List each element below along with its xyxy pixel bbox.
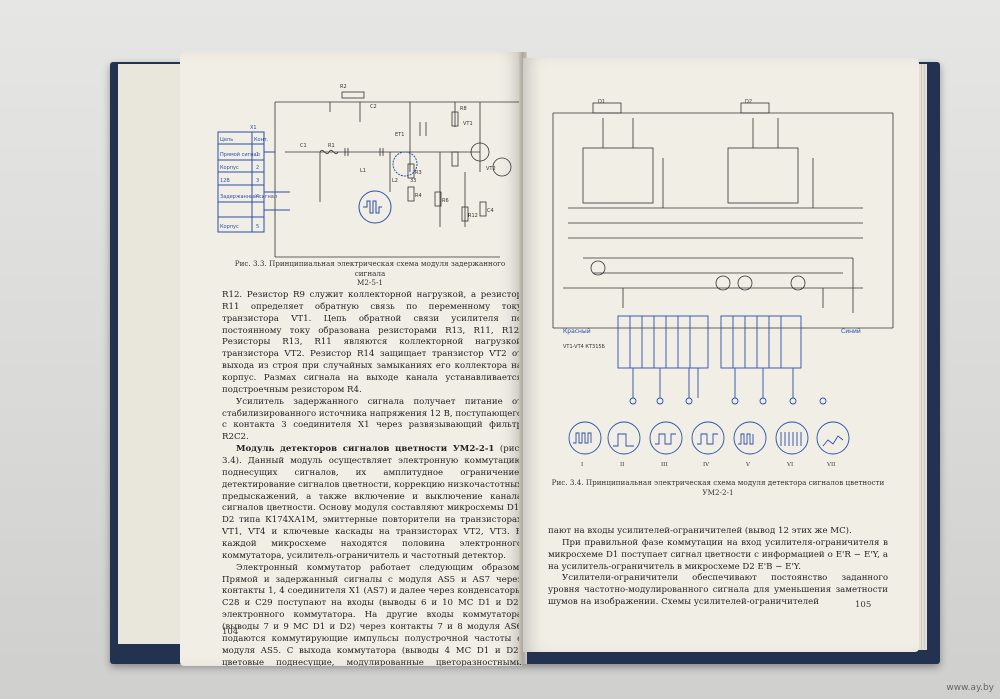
- svg-text:R1: R1: [328, 143, 335, 149]
- watermark: www.ay.by: [946, 683, 994, 693]
- svg-text:4: 4: [256, 194, 259, 200]
- svg-text:3: 3: [256, 178, 259, 184]
- paragraph: R12. Резистор R9 служит коллекторной наг…: [222, 290, 522, 395]
- svg-text:Корпус: Корпус: [220, 165, 239, 171]
- figure-caption: Рис. 3.3. Принципиальная электрическая с…: [234, 259, 506, 288]
- paragraph: Усилитель задержанного сигнала получает …: [222, 396, 522, 443]
- right-page: Красный Синий VT1-VT4 КТ315Б D1 D2 I II I…: [523, 58, 919, 652]
- svg-text:Цепь: Цепь: [220, 137, 233, 143]
- svg-text:R6: R6: [442, 198, 449, 204]
- svg-text:C2: C2: [370, 104, 377, 110]
- connector-label: X1: [250, 125, 257, 131]
- svg-text:VT1-VT4 КТ315Б: VT1-VT4 КТ315Б: [563, 344, 606, 350]
- paragraph: Усилители-ограничители обеспечивают пост…: [548, 573, 888, 608]
- svg-text:L1: L1: [360, 168, 366, 174]
- svg-text:R12: R12: [468, 213, 478, 219]
- svg-text:1: 1: [256, 152, 259, 158]
- svg-text:IV: IV: [703, 462, 710, 468]
- svg-text:VT1: VT1: [463, 121, 473, 127]
- svg-text:Корпус: Корпус: [220, 224, 239, 230]
- page-number-left: 104: [222, 627, 239, 637]
- label-red: Красный: [563, 328, 591, 335]
- svg-text:33: 33: [410, 178, 416, 184]
- svg-text:R3: R3: [415, 170, 422, 176]
- svg-text:5: 5: [256, 224, 259, 230]
- svg-text:I: I: [581, 462, 583, 468]
- svg-text:V: V: [745, 462, 751, 468]
- svg-text:12В: 12В: [220, 178, 230, 184]
- paragraph: При правильной фазе коммутации на вход у…: [548, 537, 888, 572]
- detector-module-schematic: Красный Синий VT1-VT4 КТ315Б D1 D2 I II I…: [552, 99, 894, 468]
- svg-text:VT2: VT2: [486, 166, 496, 172]
- svg-text:R4: R4: [415, 193, 422, 199]
- paragraph: пают на входы усилителей-ограничителей (…: [548, 526, 852, 536]
- svg-text:C4: C4: [487, 208, 494, 214]
- svg-text:D2: D2: [745, 99, 752, 105]
- svg-text:L2: L2: [392, 178, 398, 184]
- svg-text:Конт.: Конт.: [254, 137, 269, 143]
- svg-text:Прямой сигнал: Прямой сигнал: [220, 151, 260, 158]
- section-paragraph: Модуль детекторов сигналов цветности УМ2…: [222, 444, 522, 561]
- svg-text:R8: R8: [460, 106, 467, 112]
- svg-text:ET1: ET1: [395, 132, 404, 138]
- svg-text:Задержанный сигнал: Задержанный сигнал: [220, 193, 277, 200]
- label-blue: Синий: [841, 328, 861, 335]
- section-heading: Модуль детекторов сигналов цветности УМ2…: [236, 444, 495, 455]
- svg-text:R2: R2: [340, 84, 347, 90]
- paragraph: Электронный коммутатор работает следующи…: [222, 562, 522, 666]
- page-number-right: 105: [855, 600, 872, 610]
- svg-text:C1: C1: [300, 143, 307, 149]
- page-stack-left: [118, 64, 184, 644]
- left-body-text: R12. Резистор R9 служит коллекторной наг…: [222, 290, 522, 666]
- svg-text:VI: VI: [786, 462, 793, 468]
- figure-caption: Рис. 3.4. Принципиальная электрическая с…: [551, 478, 885, 497]
- svg-text:D1: D1: [598, 99, 605, 105]
- right-body-text: пают на входы усилителей-ограничителей (…: [548, 526, 888, 609]
- svg-text:III: III: [661, 462, 668, 468]
- svg-text:II: II: [620, 462, 624, 468]
- svg-text:VII: VII: [826, 462, 835, 468]
- svg-text:2: 2: [256, 165, 259, 171]
